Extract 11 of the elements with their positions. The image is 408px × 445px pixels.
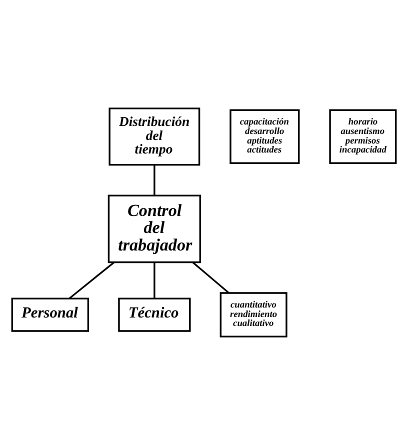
node-box: Distribución del tiempo [108, 108, 200, 166]
connector [68, 262, 115, 300]
node-box: Personal [11, 298, 90, 332]
node-box: capacitación desarrollo aptitudes actitudes [230, 109, 300, 164]
node-box: horario ausentismo permisos incapacidad [329, 109, 397, 164]
connector [154, 262, 156, 298]
connector [192, 262, 230, 294]
node-box: Control del trabajador [108, 194, 201, 264]
connector [154, 164, 156, 196]
node-box: cuantitativo rendimiento cualitativo [220, 292, 288, 338]
node-box: Técnico [118, 298, 191, 332]
